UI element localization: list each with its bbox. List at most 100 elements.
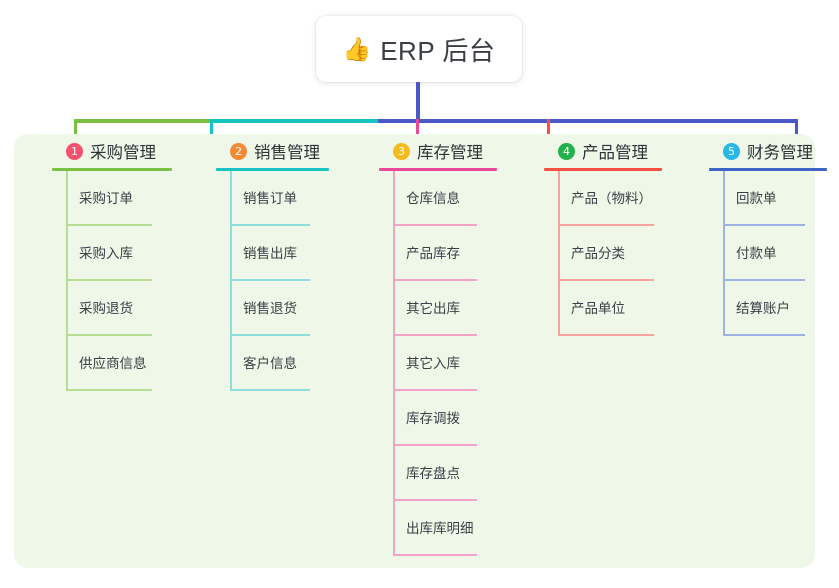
menu-item[interactable]: 销售出库: [204, 226, 364, 281]
menu-item[interactable]: 回款单: [697, 171, 837, 226]
menu-item-label: 产品分类: [571, 246, 625, 261]
menu-item-underline: [230, 389, 310, 391]
category-title: 库存管理: [417, 144, 483, 162]
menu-item[interactable]: 销售退货: [204, 281, 364, 336]
menu-item-label: 供应商信息: [79, 356, 147, 371]
category-header-5[interactable]: 5 财务管理: [697, 134, 837, 168]
menu-item-underline: [558, 334, 654, 336]
menu-item-underline: [66, 389, 152, 391]
menu-item[interactable]: 库存调拨: [367, 391, 537, 446]
menu-item-label: 采购退货: [79, 301, 133, 316]
menu-item-underline: [393, 389, 477, 391]
menu-item-label: 客户信息: [243, 356, 297, 371]
category-title: 产品管理: [582, 144, 648, 162]
menu-item-underline: [393, 444, 477, 446]
menu-item-underline: [723, 279, 805, 281]
menu-item-underline: [558, 279, 654, 281]
menu-item[interactable]: 结算账户: [697, 281, 837, 336]
category-header-4[interactable]: 4 产品管理: [532, 134, 697, 168]
category-column-5: 5 财务管理回款单付款单结算账户: [697, 134, 837, 336]
category-items: 销售订单销售出库销售退货客户信息: [204, 171, 364, 391]
category-title: 采购管理: [90, 144, 156, 162]
menu-item[interactable]: 销售订单: [204, 171, 364, 226]
menu-item-underline: [230, 279, 310, 281]
branch-drop-5: [795, 119, 798, 143]
bus-segment-2: [211, 119, 378, 123]
category-items: 回款单付款单结算账户: [697, 171, 837, 336]
menu-item-label: 出库库明细: [406, 521, 474, 536]
category-column-4: 4 产品管理产品（物料） 产品分类产品单位: [532, 134, 697, 336]
category-spine: [723, 171, 725, 336]
menu-item[interactable]: 采购退货: [40, 281, 200, 336]
menu-item-label: 付款单: [736, 246, 777, 261]
category-header-1[interactable]: 1 采购管理: [40, 134, 200, 168]
menu-item-label: 销售出库: [243, 246, 297, 261]
category-underline: [709, 168, 827, 171]
menu-item-label: 结算账户: [736, 301, 790, 316]
category-number-badge: 1: [66, 142, 83, 160]
diagram-panel: 1 采购管理采购订单采购入库采购退货供应商信息 2 销售管理销售订单销售出库销售退货客…: [14, 134, 827, 568]
menu-item-label: 其它出库: [406, 301, 460, 316]
menu-item-label: 库存调拨: [406, 411, 460, 426]
menu-item[interactable]: 产品（物料）: [532, 171, 697, 226]
branch-drop-1: [74, 119, 77, 143]
category-header-2[interactable]: 2 销售管理: [204, 134, 364, 168]
thumbs-up-icon: 👍: [342, 35, 372, 62]
menu-item-underline: [393, 334, 477, 336]
menu-item[interactable]: 采购入库: [40, 226, 200, 281]
category-spine: [558, 171, 560, 336]
category-number-badge: 4: [558, 142, 575, 160]
menu-item[interactable]: 其它入库: [367, 336, 537, 391]
menu-item[interactable]: 产品库存: [367, 226, 537, 281]
category-underline: [379, 168, 497, 171]
menu-item[interactable]: 供应商信息: [40, 336, 200, 391]
category-underline: [52, 168, 172, 171]
menu-item-label: 回款单: [736, 191, 777, 206]
category-underline: [216, 168, 329, 171]
trunk-connector: [416, 82, 420, 120]
menu-item-underline: [393, 224, 477, 226]
category-number-badge: 2: [230, 142, 247, 160]
menu-item-label: 库存盘点: [406, 466, 460, 481]
menu-item-underline: [723, 334, 805, 336]
category-underline: [544, 168, 662, 171]
category-items: 采购订单采购入库采购退货供应商信息: [40, 171, 200, 391]
category-spine: [393, 171, 395, 556]
bus-segment-3: [378, 119, 798, 123]
menu-item-underline: [723, 224, 805, 226]
menu-item[interactable]: 产品单位: [532, 281, 697, 336]
menu-item-underline: [230, 334, 310, 336]
category-column-1: 1 采购管理采购订单采购入库采购退货供应商信息: [40, 134, 200, 391]
menu-item[interactable]: 付款单: [697, 226, 837, 281]
category-title: 财务管理: [747, 144, 813, 162]
menu-item[interactable]: 产品分类: [532, 226, 697, 281]
menu-item-label: 销售退货: [243, 301, 297, 316]
category-number-badge: 5: [723, 142, 740, 160]
menu-item-label: 产品库存: [406, 246, 460, 261]
menu-item-underline: [393, 499, 477, 501]
branch-drop-4: [547, 119, 550, 143]
menu-item[interactable]: 仓库信息: [367, 171, 537, 226]
category-spine: [66, 171, 68, 391]
menu-item-underline: [230, 224, 310, 226]
menu-item[interactable]: 库存盘点: [367, 446, 537, 501]
menu-item-underline: [66, 279, 152, 281]
category-title: 销售管理: [254, 144, 320, 162]
category-items: 产品（物料） 产品分类产品单位: [532, 171, 697, 336]
menu-item-label: 采购订单: [79, 191, 133, 206]
category-column-2: 2 销售管理销售订单销售出库销售退货客户信息: [204, 134, 364, 391]
menu-item[interactable]: 采购订单: [40, 171, 200, 226]
menu-item-underline: [66, 334, 152, 336]
menu-item[interactable]: 出库库明细: [367, 501, 537, 556]
menu-item-underline: [393, 279, 477, 281]
menu-item[interactable]: 客户信息: [204, 336, 364, 391]
menu-item[interactable]: 其它出库: [367, 281, 537, 336]
category-spine: [230, 171, 232, 391]
menu-item-underline: [558, 224, 654, 226]
menu-item-label: 销售订单: [243, 191, 297, 206]
menu-item-label: 仓库信息: [406, 191, 460, 206]
menu-item-label: 产品（物料）: [571, 191, 652, 206]
root-node-card[interactable]: 👍 ERP 后台: [316, 16, 522, 82]
